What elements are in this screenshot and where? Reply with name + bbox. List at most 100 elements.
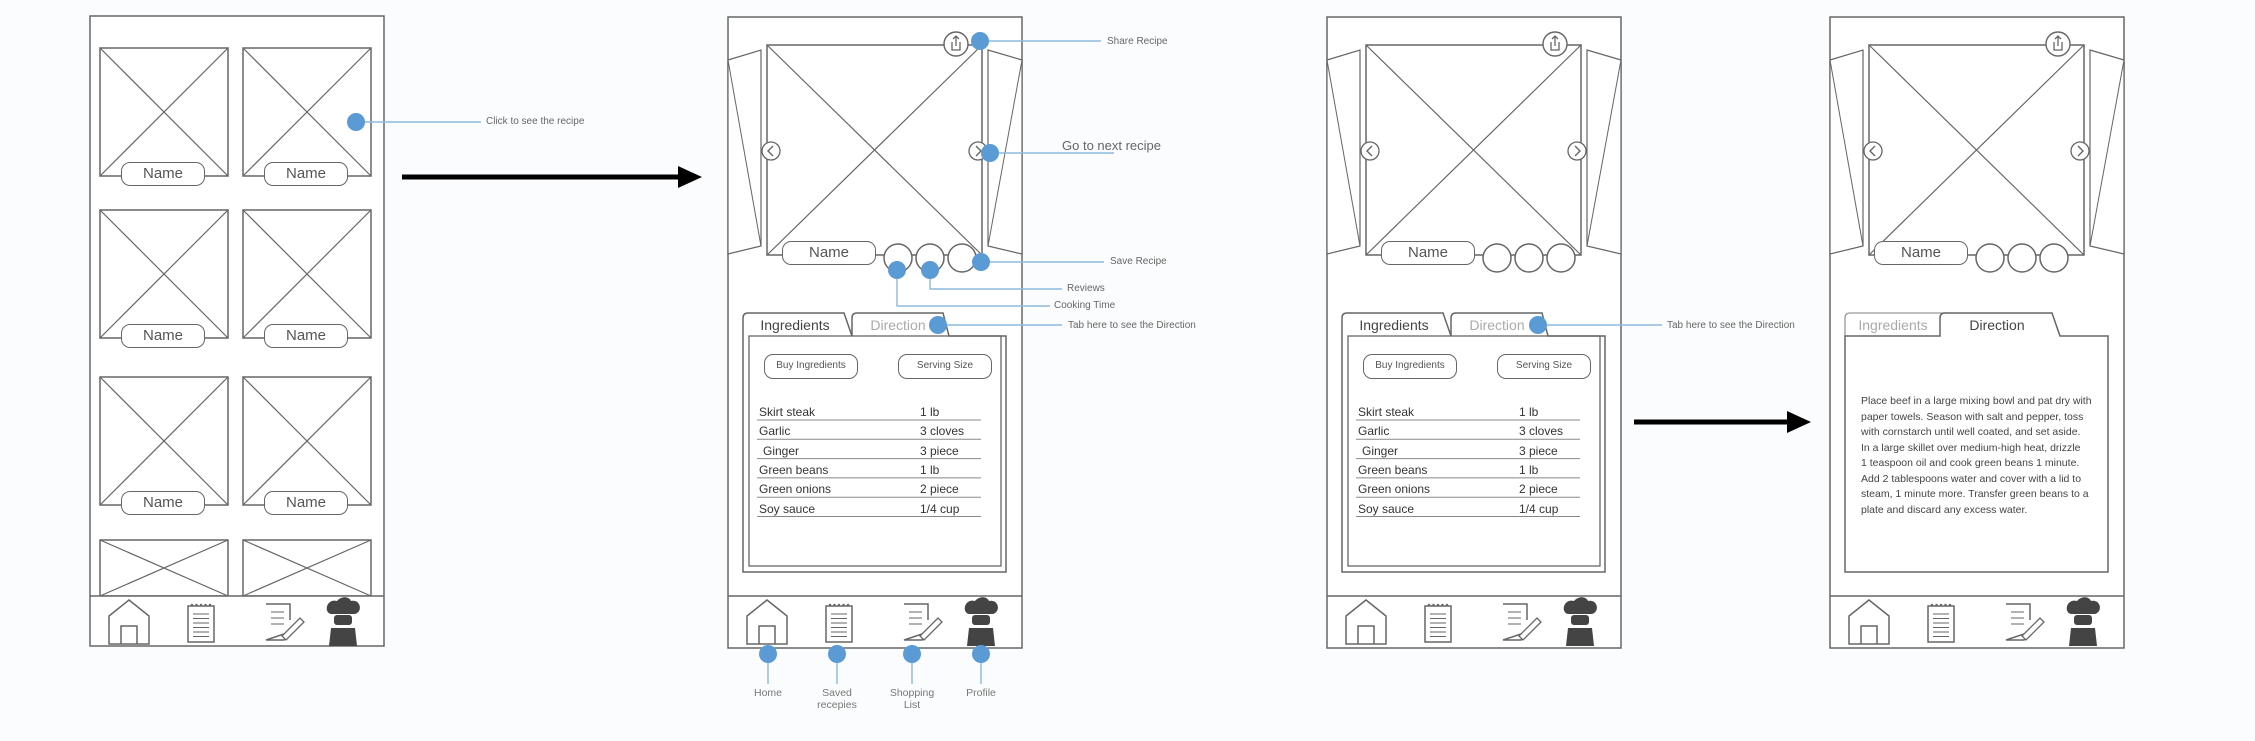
ingredient-qty: 1/4 cup xyxy=(1519,501,1559,516)
click-recipe-callout-dot xyxy=(347,113,365,131)
recipe-name[interactable]: Name xyxy=(121,162,205,186)
prev-peek-cross xyxy=(727,59,762,247)
tab-direction[interactable]: Direction xyxy=(870,317,926,333)
recipe-main-image-cross-b xyxy=(766,44,983,256)
nav-saved-callout-dot xyxy=(828,645,846,663)
reviews-circle[interactable] xyxy=(1514,243,1544,273)
next-recipe-button[interactable] xyxy=(2070,141,2090,161)
pencil-icon xyxy=(2021,617,2045,641)
save-recipe-circle[interactable] xyxy=(1546,243,1576,273)
ingredient-qty: 3 cloves xyxy=(920,424,965,439)
prev-recipe-button[interactable] xyxy=(761,141,781,161)
tab-hint-label: Tab here to see the Direction xyxy=(1068,320,1196,331)
ingredient-name: Ginger xyxy=(763,443,800,458)
chef-hat-icon[interactable] xyxy=(1563,597,1597,614)
recipe-name[interactable]: Name xyxy=(121,491,205,515)
share-label: Share Recipe xyxy=(1107,36,1168,47)
cooking-time-circle[interactable] xyxy=(1975,243,2005,273)
recipe-name[interactable]: Name xyxy=(264,162,348,186)
chevron-left-icon xyxy=(1869,145,1876,157)
tab-hint-label-2: Tab here to see the Direction xyxy=(1667,320,1795,331)
tab-direction[interactable]: Direction xyxy=(1469,317,1525,333)
ingredient-name: Green onions xyxy=(1358,482,1431,497)
chef-face-icon xyxy=(334,615,352,625)
chef-hat-icon[interactable] xyxy=(964,597,998,614)
tab-ingredients[interactable]: Ingredients xyxy=(760,317,830,333)
buy-ingredients-button[interactable]: Buy Ingredients xyxy=(764,354,858,379)
prev-recipe-button[interactable] xyxy=(1360,141,1380,161)
notebook-icon-ring xyxy=(190,603,194,607)
chef-body-icon xyxy=(2069,628,2097,646)
tab-direction[interactable]: Direction xyxy=(1969,317,2025,333)
home-icon[interactable] xyxy=(108,599,150,645)
home-icon[interactable] xyxy=(746,599,788,645)
chef-hat-icon[interactable] xyxy=(2066,597,2100,614)
chevron-right-icon xyxy=(2077,145,2084,157)
recipe-thumbnail-cross-b xyxy=(242,539,372,597)
tab-ingredients-shape xyxy=(742,312,853,337)
notebook-icon-ring xyxy=(842,603,845,607)
recipe-name[interactable]: Name xyxy=(264,324,348,348)
notebook-icon-ring xyxy=(833,603,836,607)
ingredient-qty: 2 piece xyxy=(920,482,959,497)
save-recipe-circle[interactable] xyxy=(2039,243,2069,273)
notebook-icon-ring xyxy=(204,603,207,607)
tab-ingredients-shape xyxy=(1341,312,1452,337)
pencil-icon xyxy=(281,617,305,641)
reviews-circle[interactable] xyxy=(2007,243,2037,273)
tab-direction-shape xyxy=(1844,312,2109,573)
save-label: Save Recipe xyxy=(1110,256,1167,267)
cooking-time-circle[interactable] xyxy=(1482,243,1512,273)
recipe-main-image-cross-b xyxy=(1365,44,1582,256)
flow-arrow-1-head xyxy=(678,166,702,188)
chef-face-icon xyxy=(972,615,990,625)
save-recipe-circle[interactable] xyxy=(947,243,977,273)
recipe-thumbnail-cross-b xyxy=(99,539,229,597)
notebook-icon-ring xyxy=(1948,603,1952,607)
notebook-icon-ring xyxy=(1930,603,1934,607)
tab-hint-callout-2-dot xyxy=(1529,316,1547,334)
home-icon[interactable] xyxy=(1848,599,1890,645)
reviews-label: Reviews xyxy=(1067,283,1105,294)
tab-ingredients[interactable]: Ingredients xyxy=(1858,317,1928,333)
home-icon[interactable] xyxy=(1345,599,1387,645)
share-icon xyxy=(1550,35,1560,51)
notebook-icon-ring xyxy=(1445,603,1449,607)
tab-ingredients[interactable]: Ingredients xyxy=(1359,317,1429,333)
nav-saved-label: Saved recepies xyxy=(817,687,857,711)
flow-arrow-2-head xyxy=(1787,411,1811,433)
chevron-right-icon xyxy=(1574,145,1581,157)
pencil-icon xyxy=(1518,617,1542,641)
share-icon xyxy=(951,35,961,51)
cooking-time-callout-line xyxy=(896,270,1050,307)
chef-face-icon xyxy=(2074,615,2092,625)
recipe-thumbnail-cross-b xyxy=(242,47,372,177)
recipe-name[interactable]: Name xyxy=(264,491,348,515)
next-recipe-button[interactable] xyxy=(1567,141,1587,161)
click-recipe-label: Click to see the recipe xyxy=(486,116,585,127)
save-callout-dot xyxy=(972,253,990,271)
ingredient-qty: 3 piece xyxy=(920,443,959,458)
recipe-name: Name xyxy=(1381,241,1475,265)
recipe-thumbnail-cross-b xyxy=(99,209,229,339)
next-label: Go to next recipe xyxy=(1062,138,1161,153)
share-callout-dot xyxy=(971,32,989,50)
nav-shopping-label: Shopping List xyxy=(889,687,935,711)
ingredient-name: Garlic xyxy=(1358,424,1390,439)
buy-ingredients-button[interactable]: Buy Ingredients xyxy=(1363,354,1457,379)
notebook-icon-ring xyxy=(846,603,850,607)
prev-peek-cross xyxy=(1829,59,1864,247)
serving-size-button[interactable]: Serving Size xyxy=(898,354,992,379)
recipe-thumbnail-cross-b xyxy=(99,47,229,177)
chef-hat-icon[interactable] xyxy=(326,597,360,614)
ingredient-qty: 1 lb xyxy=(920,462,940,477)
ingredients-card xyxy=(1347,335,1601,567)
prev-recipe-button[interactable] xyxy=(1863,141,1883,161)
notebook-icon-ring xyxy=(1935,603,1938,607)
serving-size-button[interactable]: Serving Size xyxy=(1497,354,1591,379)
ingredient-name: Green beans xyxy=(1358,462,1428,477)
recipe-name[interactable]: Name xyxy=(121,324,205,348)
next-peek-cross xyxy=(2089,59,2125,247)
ingredient-qty: 1/4 cup xyxy=(920,501,960,516)
